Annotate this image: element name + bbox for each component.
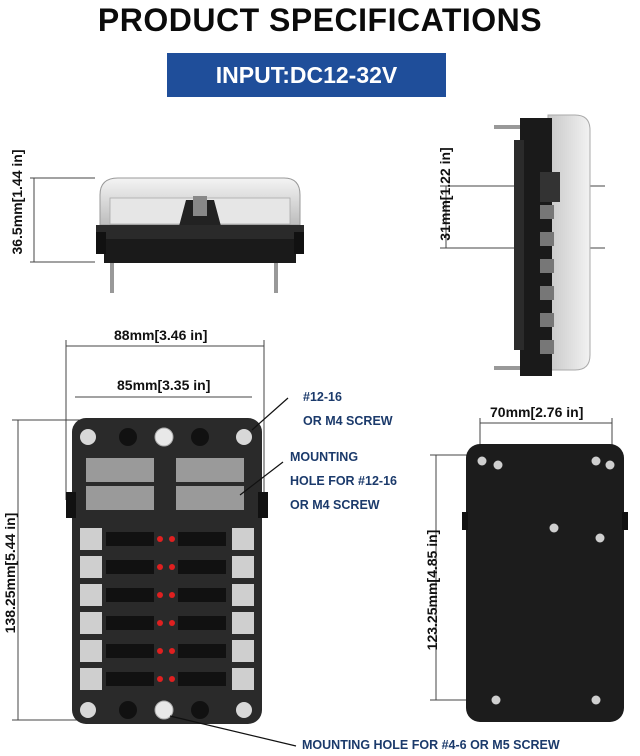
bottom-mounting-note: MOUNTING HOLE FOR #4-6 OR M5 SCREW (302, 738, 560, 752)
back-view (430, 418, 628, 722)
screw-note-line2: OR M4 SCREW (303, 414, 393, 428)
inner-width-label: 85mm[3.35 in] (117, 377, 211, 393)
mounting-hole-note: MOUNTING HOLE FOR #12-16 OR M4 SCREW (290, 445, 397, 517)
top-view (12, 340, 297, 747)
mounting-note-line3: OR M4 SCREW (290, 498, 380, 512)
total-height-label: 138.25mm[5.44 in] (2, 512, 18, 634)
side-view (440, 114, 605, 376)
input-voltage-badge: INPUT:DC12-32V (167, 53, 446, 97)
back-height-label: 123.25mm[4.85 in] (424, 529, 440, 651)
front-height-label: 36.5mm[1.44 in] (9, 149, 25, 255)
back-width-label: 70mm[2.76 in] (490, 404, 584, 420)
screw-note-line1: #12-16 (303, 390, 342, 404)
mounting-note-line2: HOLE FOR #12-16 (290, 474, 397, 488)
screw-note: #12-16 OR M4 SCREW (303, 385, 393, 433)
outer-width-label: 88mm[3.46 in] (114, 327, 208, 343)
mounting-note-line1: MOUNTING (290, 450, 359, 464)
side-height-label: 31mm[1.22 in] (437, 147, 453, 241)
page-title: PRODUCT SPECIFICATIONS (97, 2, 543, 38)
front-view (30, 177, 304, 293)
